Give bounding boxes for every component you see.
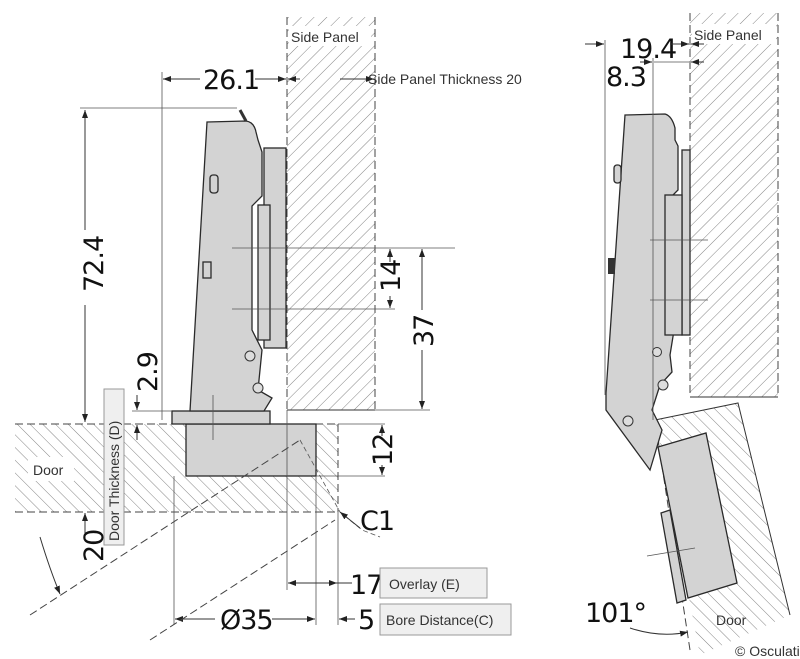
pivot-icon xyxy=(622,415,634,427)
side-panel-label-right: Side Panel xyxy=(694,27,762,43)
dim-72-4: 72.4 xyxy=(79,236,110,292)
adjust-screw-icon xyxy=(613,164,622,184)
bore-distance-box xyxy=(379,603,512,636)
adjust-screw-icon xyxy=(209,174,219,194)
overlay-box xyxy=(379,567,488,599)
door-thickness-label: Door Thickness (D) xyxy=(106,421,122,541)
right-view: Side Panel Door 19.4 8.3 101° xyxy=(585,13,791,655)
left-view: Side Panel Door 26.1 Side Pa xyxy=(15,17,522,641)
hinge-base-right xyxy=(660,509,687,604)
pivot-icon xyxy=(652,347,662,357)
mounting-plate-right xyxy=(681,149,691,336)
dim-8-3: 8.3 xyxy=(606,62,646,93)
dim-37: 37 xyxy=(409,315,440,347)
mounting-plate-inner-right xyxy=(664,194,683,336)
door-label-right: Door xyxy=(716,612,747,628)
side-panel-thickness-label: Side Panel Thickness 20 xyxy=(368,71,522,87)
pivot-icon xyxy=(244,350,256,362)
copyright-text: © Osculati Srl xyxy=(735,643,800,659)
adjust-screw-icon xyxy=(202,261,212,279)
side-panel-label: Side Panel xyxy=(291,29,359,45)
hinge-cup-right xyxy=(657,432,738,599)
c1-label: C1 xyxy=(360,506,394,537)
door-left: Door xyxy=(15,423,339,513)
door-label: Door xyxy=(33,462,64,478)
overlay-label: Overlay (E) xyxy=(389,576,460,592)
pivot-icon xyxy=(657,379,669,391)
mounting-plate-inner xyxy=(257,204,271,341)
dim-14: 14 xyxy=(376,260,407,292)
pivot-icon xyxy=(252,382,264,394)
angle-101: 101° xyxy=(585,598,646,629)
swing-arc xyxy=(39,536,61,595)
dim-17: 17 xyxy=(350,570,382,601)
dim-19-4: 19.4 xyxy=(620,34,676,65)
dim-2-9: 2.9 xyxy=(133,352,164,392)
dim-20: 20 xyxy=(79,530,110,562)
hinge-cup xyxy=(185,423,317,477)
side-panel-right: Side Panel xyxy=(689,13,779,398)
hinge-base xyxy=(171,410,271,425)
hinge-arm xyxy=(189,120,273,412)
adjust-screw-icon xyxy=(608,258,615,274)
bore-distance-label: Bore Distance(C) xyxy=(386,612,493,628)
dim-12: 12 xyxy=(368,434,399,466)
side-panel-left: Side Panel xyxy=(286,17,376,411)
angle-arc xyxy=(629,627,689,637)
door-thickness-box xyxy=(103,388,125,546)
dim-5: 5 xyxy=(358,605,374,636)
dim-26-1: 26.1 xyxy=(203,65,259,96)
dim-35: Ø35 xyxy=(220,605,273,636)
